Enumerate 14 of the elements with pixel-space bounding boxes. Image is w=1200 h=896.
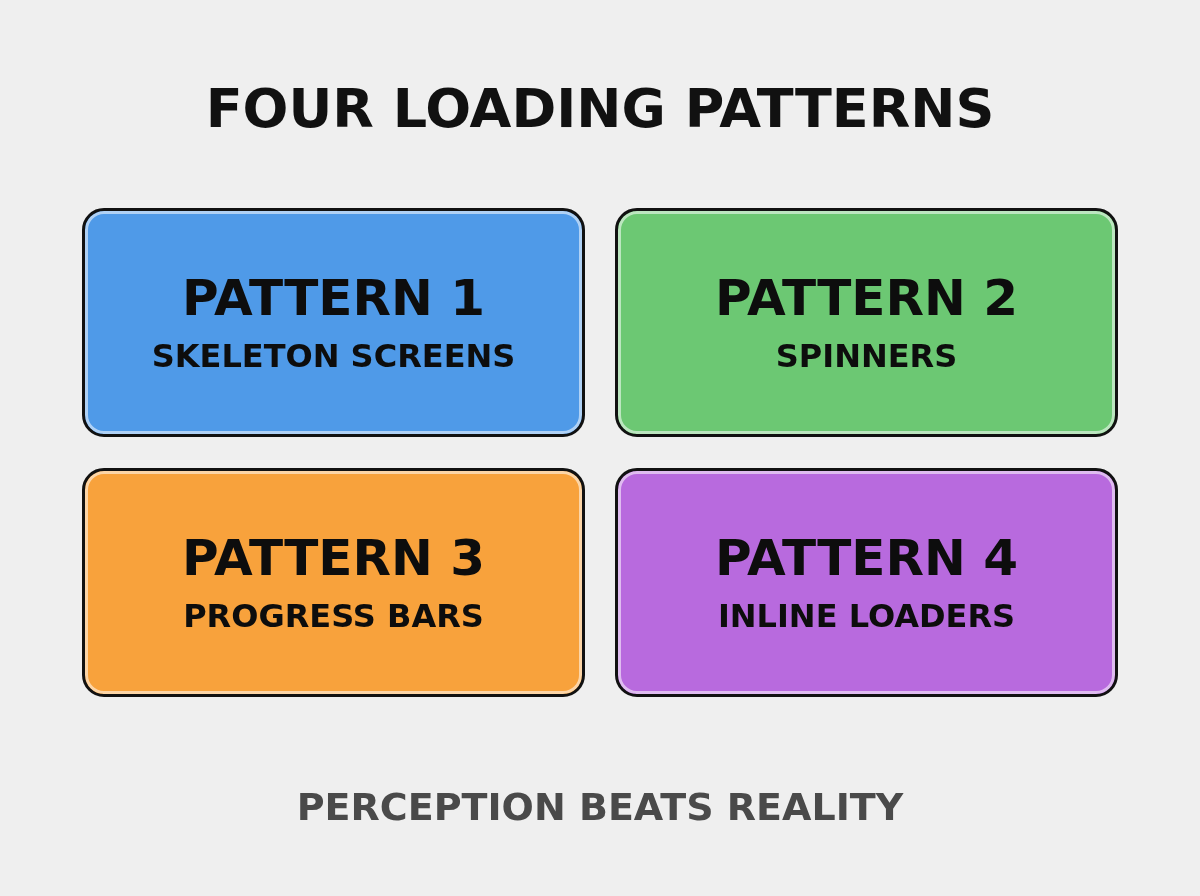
pattern-name: SPINNERS xyxy=(775,335,958,377)
tagline: PERCEPTION BEATS REALITY xyxy=(295,784,905,831)
pattern-number: PATTERN 1 xyxy=(182,267,485,329)
diagram-title: FOUR LOADING PATTERNS xyxy=(204,76,996,142)
pattern-number: PATTERN 2 xyxy=(715,267,1018,329)
pattern-card xyxy=(615,468,1118,697)
pattern-number: PATTERN 3 xyxy=(182,527,485,589)
pattern-card xyxy=(615,208,1118,437)
pattern-name: INLINE LOADERS xyxy=(717,595,1016,637)
pattern-name: SKELETON SCREENS xyxy=(151,335,516,377)
pattern-card xyxy=(82,468,585,697)
pattern-number: PATTERN 4 xyxy=(715,527,1018,589)
pattern-name: PROGRESS BARS xyxy=(183,595,484,637)
pattern-card xyxy=(82,208,585,437)
